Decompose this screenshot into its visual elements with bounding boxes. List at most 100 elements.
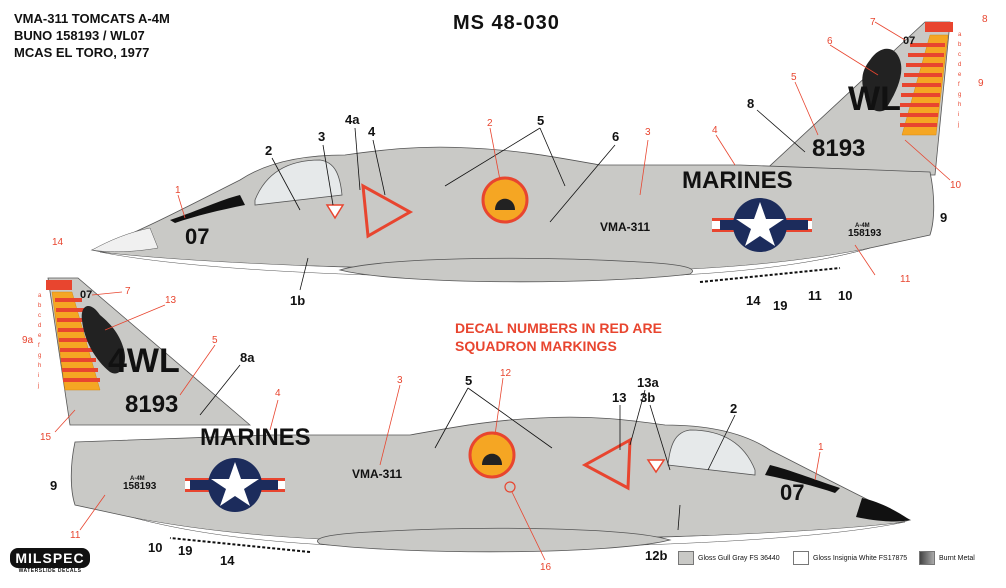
- legend-gray-label: Gloss Gull Gray FS 36440: [698, 554, 780, 562]
- bottom-red-12: 12: [500, 368, 512, 379]
- top-red-1: 1: [175, 185, 181, 196]
- top-squadron-emblem: [481, 176, 529, 224]
- top-marines: MARINES: [682, 167, 793, 194]
- bottom-red-9a: 9a: [22, 335, 34, 346]
- bottom-red-1: 1: [818, 442, 824, 453]
- top-stripe-g: g: [958, 92, 961, 98]
- bottom-stripe-f: f: [38, 343, 40, 349]
- bottom-red-15: 15: [40, 432, 52, 443]
- legend-white-label: Gloss Insignia White FS17875: [813, 554, 908, 562]
- top-callout-6: 6: [612, 129, 619, 144]
- top-red-4: 4: [712, 125, 718, 136]
- bottom-red-3: 3: [397, 375, 403, 386]
- bottom-red-7: 7: [125, 286, 131, 297]
- top-stripe-j: j: [957, 122, 959, 128]
- bottom-red-13: 13: [165, 295, 177, 306]
- bottom-callout-13: 13: [612, 390, 626, 405]
- top-buno: 8193: [812, 135, 865, 162]
- bottom-callout-3b: 3b: [640, 390, 655, 405]
- top-drop-tank: [338, 257, 693, 283]
- bottom-stripe-j: j: [37, 383, 39, 389]
- bottom-callout-13a: 13a: [637, 375, 659, 390]
- top-nose-cone: [91, 227, 159, 252]
- top-red-7: 7: [870, 17, 876, 28]
- metal-swatch: [919, 551, 935, 565]
- bottom-red-callout-lines: [54, 291, 821, 561]
- brand-logo: MILSPEC: [10, 548, 90, 568]
- header-line-2: BUNO 158193 / WL07: [14, 28, 145, 43]
- top-callout-4a: 4a: [345, 112, 360, 127]
- top-red-callout-lines: [177, 21, 951, 276]
- legend-metal: Burnt Metal: [919, 551, 975, 565]
- top-stripe-f: f: [958, 82, 960, 88]
- top-small-buno: 158193: [848, 228, 882, 239]
- top-callout-11: 11: [808, 288, 822, 303]
- bottom-tail-code: 4WL: [108, 342, 180, 380]
- brand-sub: WATERSLIDE DECALS: [18, 568, 82, 574]
- top-red-5: 5: [791, 72, 797, 83]
- top-callout-5: 5: [537, 113, 544, 128]
- bottom-callout-9: 9: [50, 478, 57, 493]
- bottom-stripe-i: i: [38, 373, 39, 379]
- top-callout-lines: [271, 109, 806, 291]
- note-line-2: SQUADRON MARKINGS: [455, 338, 617, 354]
- bottom-drop-tank: [317, 527, 672, 553]
- bottom-callout-10: 10: [148, 540, 162, 555]
- top-stripe-d: d: [958, 62, 961, 68]
- top-tail-stripes: [900, 34, 949, 136]
- top-tomcat-emblem: [862, 48, 902, 112]
- bottom-stripe-d: d: [38, 323, 41, 329]
- top-red-9: 9: [978, 78, 984, 89]
- bottom-small-buno: 158193: [123, 481, 157, 492]
- top-red-2: 2: [487, 118, 493, 129]
- top-small-type: A-4M: [855, 223, 870, 229]
- bottom-star-insignia: [185, 458, 285, 512]
- top-red-10: 10: [950, 180, 962, 191]
- bottom-tail-cap: [46, 280, 72, 290]
- top-red-6: 6: [827, 36, 833, 47]
- header-line-1: VMA-311 TOMCATS A-4M: [14, 11, 170, 26]
- top-squadron: VMA-311: [600, 220, 650, 234]
- header-block: VMA-311 TOMCATS A-4M BUNO 158193 / WL07 …: [14, 10, 170, 61]
- squadron-note: DECAL NUMBERS IN RED ARE SQUADRON MARKIN…: [455, 319, 662, 355]
- top-intake-warning: [361, 183, 414, 239]
- top-tail-code: WL: [848, 80, 901, 118]
- top-stripe-a: a: [958, 32, 962, 38]
- top-callout-9: 9: [940, 210, 947, 225]
- milspec-logo: MILSPEC WATERSLIDE DECALS: [10, 548, 90, 574]
- header-line-3: MCAS EL TORO, 1977: [14, 45, 150, 60]
- bottom-tomcat-emblem: [81, 305, 126, 374]
- top-callout-4: 4: [368, 124, 376, 139]
- top-red-14: 14: [52, 237, 64, 248]
- bottom-stripe-e: e: [38, 333, 42, 339]
- top-callout-10-b: 10: [838, 288, 852, 303]
- bottom-callout-8a: 8a: [240, 350, 255, 365]
- bottom-marines: MARINES: [200, 424, 311, 451]
- bottom-intake-warning: [581, 437, 632, 491]
- bottom-nose-cone: [856, 498, 910, 522]
- bottom-stripe-g: g: [38, 353, 41, 359]
- top-stripe-b: b: [958, 42, 962, 48]
- legend-gray: Gloss Gull Gray FS 36440: [678, 551, 780, 565]
- top-modex: 07: [185, 224, 209, 249]
- top-star-insignia: [712, 198, 812, 252]
- top-callout-8: 8: [747, 96, 754, 111]
- gray-swatch: [678, 551, 694, 565]
- top-anti-glare: [170, 195, 245, 223]
- legend-white: Gloss Insignia White FS17875: [793, 551, 907, 565]
- bottom-callout-12b: 12b: [645, 548, 667, 563]
- bottom-red-4: 4: [275, 388, 281, 399]
- white-swatch: [793, 551, 809, 565]
- top-profile: WL 07 8193 MARINES VMA-311 07 A-4M 15819…: [90, 21, 953, 283]
- bottom-stripe-a: a: [38, 293, 42, 299]
- bottom-canopy: [667, 429, 756, 476]
- top-stripe-e: e: [958, 72, 962, 78]
- sheet-number: MS 48-030: [453, 12, 560, 34]
- top-callout-3: 3: [318, 129, 325, 144]
- top-tail-cap: [925, 22, 953, 32]
- bottom-stripe-c: c: [38, 313, 41, 319]
- bottom-buno: 8193: [125, 391, 178, 418]
- top-tail-modex: 07: [903, 35, 915, 47]
- bottom-anti-glare: [765, 465, 840, 493]
